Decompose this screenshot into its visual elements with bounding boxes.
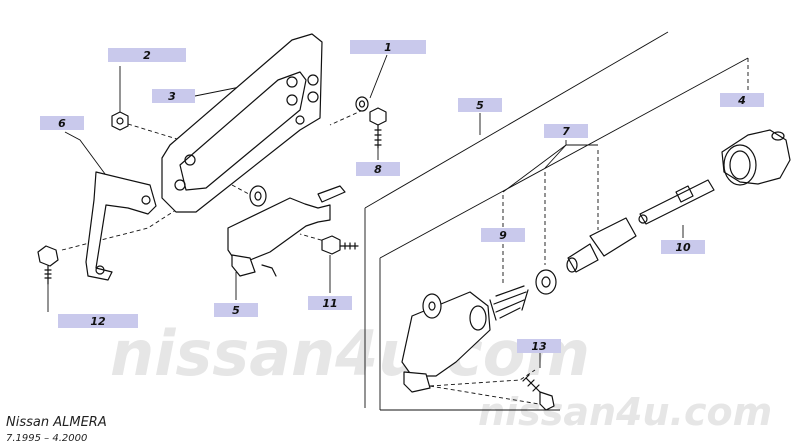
- svg-text:5: 5: [232, 304, 240, 317]
- callout-3: 3: [152, 89, 195, 103]
- svg-text:7: 7: [562, 125, 570, 138]
- svg-text:10: 10: [675, 241, 691, 254]
- callout-9: 9: [481, 228, 525, 242]
- part-2-nut: [111, 111, 129, 131]
- callout-11: 11: [308, 296, 352, 310]
- svg-text:8: 8: [374, 163, 382, 176]
- svg-text:11: 11: [322, 297, 337, 310]
- callout-13: 13: [517, 339, 561, 353]
- callout-6: 6: [40, 116, 84, 130]
- callout-7: 7: [544, 124, 588, 138]
- part-6-bracket-arm: [85, 171, 157, 281]
- part-8-bolt: [369, 107, 387, 149]
- vehicle-model: Nissan ALMERA: [6, 415, 107, 430]
- part-1-washer: [355, 96, 369, 112]
- part-9-spring: [489, 285, 529, 321]
- watermark-center: nissan4u.com: [110, 317, 590, 390]
- part-5-operating-cylinder: [227, 185, 346, 277]
- callout-1: 1: [350, 40, 426, 54]
- svg-text:5: 5: [476, 99, 484, 112]
- production-range: 7.1995 – 4.2000: [6, 433, 87, 444]
- part-5-cylinder-body: [401, 291, 491, 393]
- svg-text:12: 12: [90, 315, 106, 328]
- part-11-bolt: [321, 235, 359, 255]
- part-12-bolt: [37, 245, 59, 285]
- part-10-push-rod: [638, 179, 715, 225]
- svg-text:9: 9: [499, 229, 507, 242]
- assembly-frame: [364, 31, 749, 411]
- svg-text:3: 3: [168, 90, 176, 103]
- part-4-dust-boot: [721, 129, 791, 186]
- svg-text:1: 1: [384, 41, 392, 54]
- part-13-bleeder-screw: [522, 374, 555, 411]
- part-seal-ring: [535, 269, 557, 295]
- callout-5-assembly: 5: [458, 98, 502, 112]
- watermark-bottom-right: nissan4u.com: [478, 390, 772, 434]
- part-7-piston: [566, 217, 637, 273]
- callout-8: 8: [356, 162, 400, 176]
- callout-5-part: 5: [214, 303, 258, 317]
- part-3-bracket-plate: [161, 33, 323, 213]
- svg-text:4: 4: [737, 94, 746, 107]
- svg-text:13: 13: [531, 340, 547, 353]
- svg-text:6: 6: [58, 117, 66, 130]
- callout-2: 2: [108, 48, 186, 62]
- svg-text:2: 2: [143, 49, 151, 62]
- callout-12: 12: [58, 314, 138, 328]
- callout-10: 10: [661, 240, 705, 254]
- callout-4: 4: [720, 93, 764, 107]
